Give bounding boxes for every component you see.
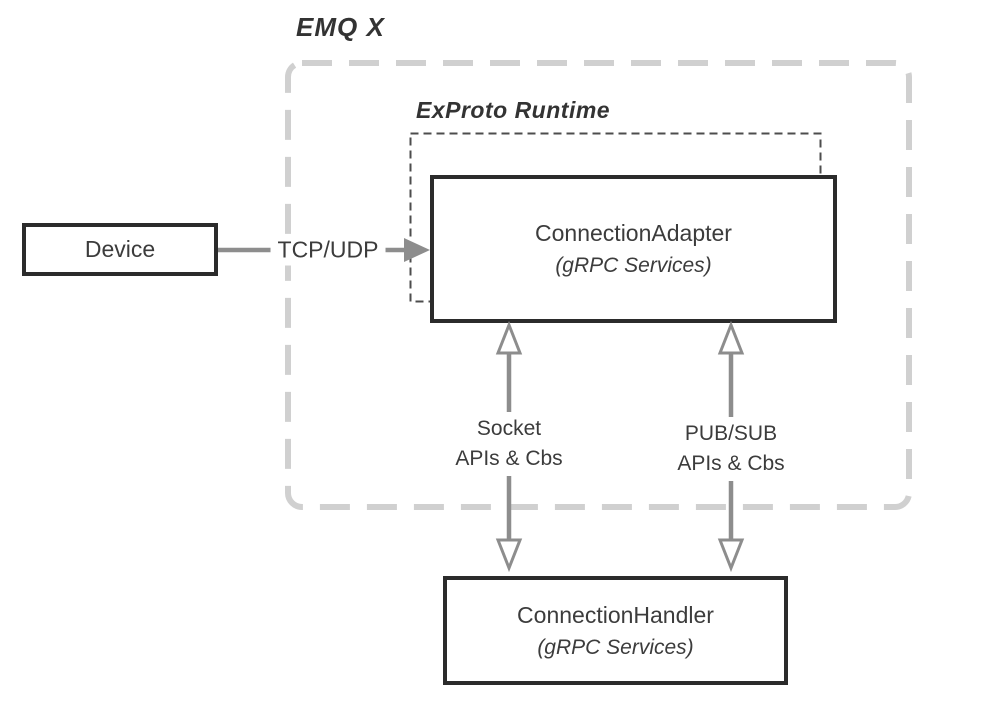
tcp-udp-edge-label: TCP/UDP — [270, 234, 386, 266]
pubsub-arrowhead-down — [717, 538, 745, 573]
socket-arrowhead-down — [495, 538, 523, 573]
pubsub-apis-edge-label: PUB/SUB APIs & Cbs — [670, 417, 792, 481]
socket-arrowhead-up — [495, 320, 523, 355]
socket-apis-edge-label-line1: Socket — [476, 417, 542, 440]
connection-handler-sublabel: (gRPC Services) — [537, 635, 694, 659]
connection-adapter-sublabel: (gRPC Services) — [555, 254, 712, 277]
tcp-udp-arrowhead — [404, 238, 430, 262]
device-node-label: Device — [84, 236, 156, 262]
pubsub-apis-edge-label-line2: APIs & Cbs — [677, 452, 785, 475]
device-node: Device — [22, 223, 218, 276]
exproto-runtime-label: ExProto Runtime — [416, 97, 611, 123]
connection-adapter-label: ConnectionAdapter — [535, 220, 732, 246]
connection-handler-label: ConnectionHandler — [517, 601, 714, 628]
diagram-title: EMQ X — [296, 12, 385, 42]
pubsub-apis-edge-label-line1: PUB/SUB — [684, 422, 778, 445]
connection-handler-node: ConnectionHandler (gRPC Services) — [443, 576, 788, 685]
socket-apis-edge-label: Socket APIs & Cbs — [448, 412, 570, 476]
socket-apis-edge-label-line2: APIs & Cbs — [455, 447, 563, 470]
connection-adapter-node: ConnectionAdapter (gRPC Services) — [430, 175, 837, 323]
pubsub-arrowhead-up — [717, 320, 745, 355]
